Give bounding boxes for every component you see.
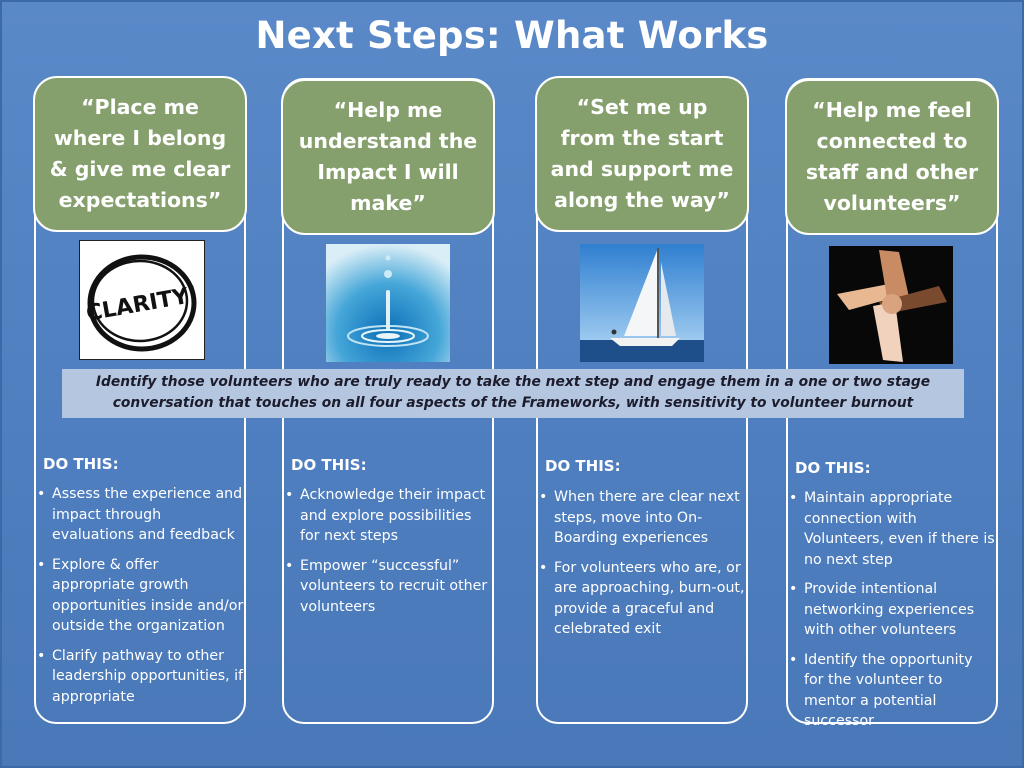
- column-1-bullets: Assess the experience and impact through…: [37, 484, 245, 716]
- column-3-bullet: When there are clear next steps, move in…: [539, 487, 745, 549]
- column-2-bullet: Empower “successful” volunteers to recru…: [285, 556, 491, 618]
- column-1-heading: “Place me where I belong & give me clear…: [33, 76, 247, 232]
- column-2-bullets: Acknowledge their impact and explore pos…: [285, 485, 491, 626]
- column-3-bullets: When there are clear next steps, move in…: [539, 487, 745, 649]
- column-4-bullets: Maintain appropriate connection with Vol…: [789, 488, 995, 741]
- joined-hands-image: [829, 246, 953, 364]
- column-4-bullet: Identify the opportunity for the volunte…: [789, 650, 995, 732]
- column-2-heading: “Help me understand the Impact I will ma…: [281, 79, 495, 235]
- column-2-bullet: Acknowledge their impact and explore pos…: [285, 485, 491, 547]
- clarity-image: CLARITY!: [79, 240, 205, 360]
- column-3-heading: “Set me up from the start and support me…: [535, 76, 749, 232]
- column-1-bullet: Clarify pathway to other leadership oppo…: [37, 646, 245, 708]
- frameworks-banner: Identify those volunteers who are truly …: [62, 369, 964, 418]
- column-1-bullet: Assess the experience and impact through…: [37, 484, 245, 546]
- column-4-bullet: Maintain appropriate connection with Vol…: [789, 488, 995, 570]
- column-2-do-this: DO THIS:: [291, 456, 367, 474]
- column-4-bullet: Provide intentional networking experienc…: [789, 579, 995, 641]
- column-4-do-this: DO THIS:: [795, 459, 871, 477]
- sailboat-image: [580, 244, 704, 362]
- column-4-heading: “Help me feel connected to staff and oth…: [785, 79, 999, 235]
- column-1-do-this: DO THIS:: [43, 455, 119, 473]
- column-1-bullet: Explore & offer appropriate growth oppor…: [37, 555, 245, 637]
- clarity-drawing: CLARITY!: [84, 254, 200, 352]
- joined-hands-drawing: [829, 246, 953, 364]
- water-drop-drawing: [326, 244, 450, 362]
- column-3-do-this: DO THIS:: [545, 457, 621, 475]
- sailboat-drawing: [580, 244, 704, 362]
- column-3-bullet: For volunteers who are, or are approachi…: [539, 558, 745, 640]
- water-drop-image: [326, 244, 450, 362]
- slide-title: Next Steps: What Works: [255, 14, 769, 57]
